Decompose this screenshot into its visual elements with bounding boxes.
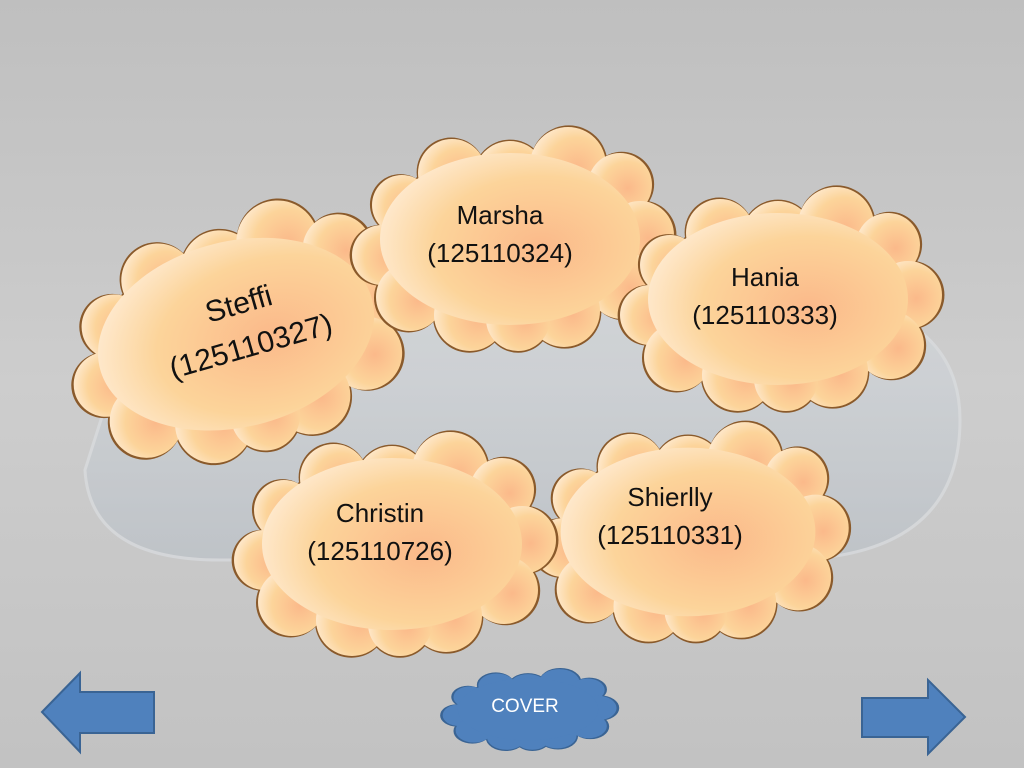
- number-text: (125110324): [427, 238, 573, 268]
- arrow-left-icon[interactable]: [40, 670, 155, 755]
- number-text: (125110726): [307, 536, 453, 566]
- cloud-christin-label: Christin (125110726): [270, 494, 490, 570]
- number-text: (125110333): [692, 300, 838, 330]
- name-text: Shierlly: [627, 482, 713, 512]
- arrow-right-icon[interactable]: [861, 677, 967, 757]
- name-text: Hania: [731, 262, 799, 292]
- name-text: Marsha: [456, 200, 544, 230]
- cover-button-label[interactable]: COVER: [491, 696, 559, 717]
- name-text: Christin: [335, 498, 425, 528]
- cloud-hania-label: Hania (125110333): [655, 258, 875, 334]
- number-text: (125110331): [597, 520, 743, 550]
- cloud-marsha-label: Marsha (125110324): [390, 196, 610, 272]
- cloud-shierlly-label: Shierlly (125110331): [560, 478, 780, 554]
